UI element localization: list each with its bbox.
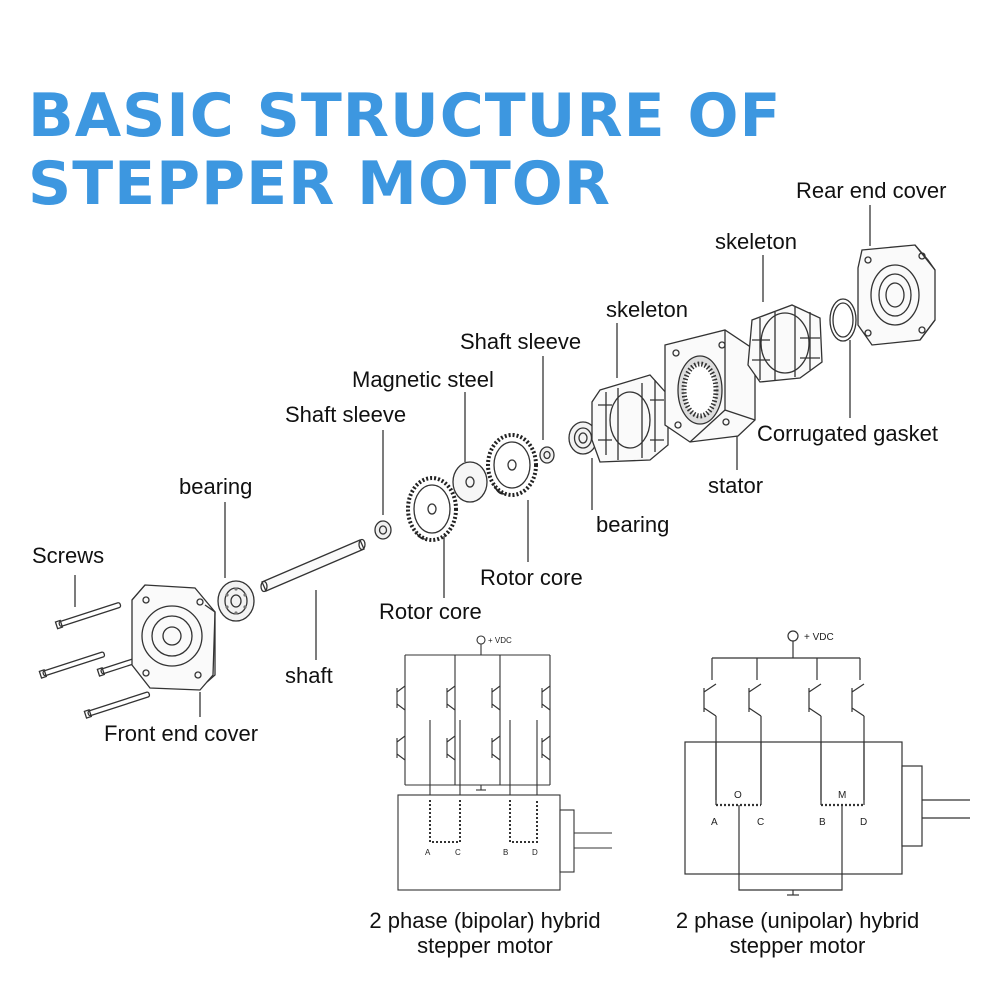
label-front-end-cover: Front end cover (104, 721, 259, 746)
caption-bipolar: 2 phase (bipolar) hybrid stepper motor (350, 908, 620, 958)
leader-lines (74, 205, 871, 717)
bearing-left-drawing (217, 580, 255, 622)
magnetic-steel-drawing (452, 461, 488, 503)
shaft-sleeve-left-drawing (374, 520, 392, 540)
label-corrugated-gasket: Corrugated gasket (757, 421, 938, 446)
unipolar-tap-m: M (838, 790, 846, 801)
unipolar-supply-label: + VDC (804, 632, 834, 643)
unipolar-pin-a: A (711, 817, 718, 828)
title-line-1: BASIC STRUCTURE OF (28, 81, 782, 151)
label-skeleton-rear: skeleton (715, 229, 797, 254)
label-stator: stator (708, 473, 764, 498)
screws-drawing (38, 602, 164, 719)
stator-drawing (664, 329, 756, 443)
front-end-cover-drawing (131, 584, 216, 691)
caption-unipolar-line2: stepper motor (729, 933, 866, 958)
bipolar-pin-b: B (503, 848, 508, 857)
bipolar-pin-d: D (532, 848, 538, 857)
label-bearing-right: bearing (596, 512, 670, 537)
unipolar-pin-d: D (860, 817, 867, 828)
skeleton-front-drawing (591, 374, 669, 463)
unipolar-tap-o: O (734, 790, 742, 801)
unipolar-pin-c: C (757, 817, 764, 828)
skeleton-rear-drawing (747, 304, 823, 383)
rotor-core-right-drawing (486, 433, 538, 497)
label-shaft-sleeve-left: Shaft sleeve (285, 402, 407, 427)
unipolar-switch-columns (703, 658, 865, 800)
title-line-2: STEPPER MOTOR (28, 149, 611, 219)
shaft-sleeve-right-drawing (539, 446, 555, 464)
caption-bipolar-line2: stepper motor (417, 933, 553, 958)
bipolar-pin-c: C (455, 848, 461, 857)
caption-unipolar-line1: 2 phase (unipolar) hybrid (675, 908, 920, 933)
label-skeleton-front: skeleton (606, 297, 688, 322)
corrugated-gasket-drawing (829, 298, 857, 342)
label-shaft-sleeve-right: Shaft sleeve (460, 329, 582, 354)
bipolar-supply-label: + VDC (488, 636, 512, 645)
unipolar-pin-b: B (819, 817, 826, 828)
label-magnetic-steel: Magnetic steel (352, 367, 494, 392)
caption-bipolar-line1: 2 phase (bipolar) hybrid (369, 908, 601, 933)
bipolar-switch-columns (396, 655, 551, 791)
rear-end-cover-drawing (857, 244, 936, 346)
label-rotor-core-right: Rotor core (480, 565, 583, 590)
label-rotor-core-left: Rotor core (379, 599, 482, 624)
label-rear-end-cover: Rear end cover (796, 178, 947, 203)
bipolar-pin-a: A (425, 848, 431, 857)
label-bearing-left: bearing (179, 474, 253, 499)
rotor-core-left-drawing (406, 476, 458, 542)
label-screws: Screws (32, 543, 105, 568)
label-shaft: shaft (285, 663, 333, 688)
caption-unipolar: 2 phase (unipolar) hybrid stepper motor (660, 908, 935, 958)
shaft-drawing (260, 538, 366, 593)
